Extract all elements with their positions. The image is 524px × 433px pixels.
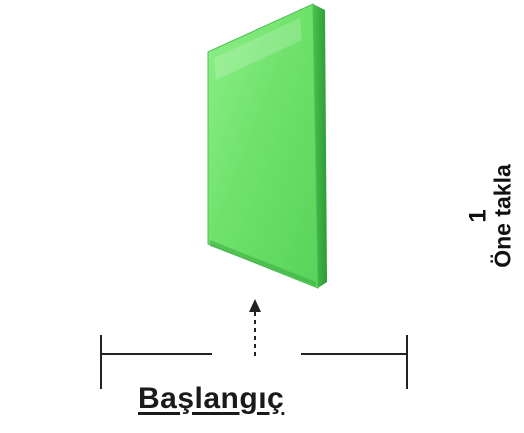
move-name: Öne takla [489,164,516,268]
move-number: 1 [464,209,492,223]
move-label: 1 Öne takla [464,164,516,268]
direction-arrow-icon [249,299,261,356]
gymnastics-mat-icon [207,3,327,289]
start-line [100,335,408,389]
start-label: Başlangıç [138,382,285,415]
